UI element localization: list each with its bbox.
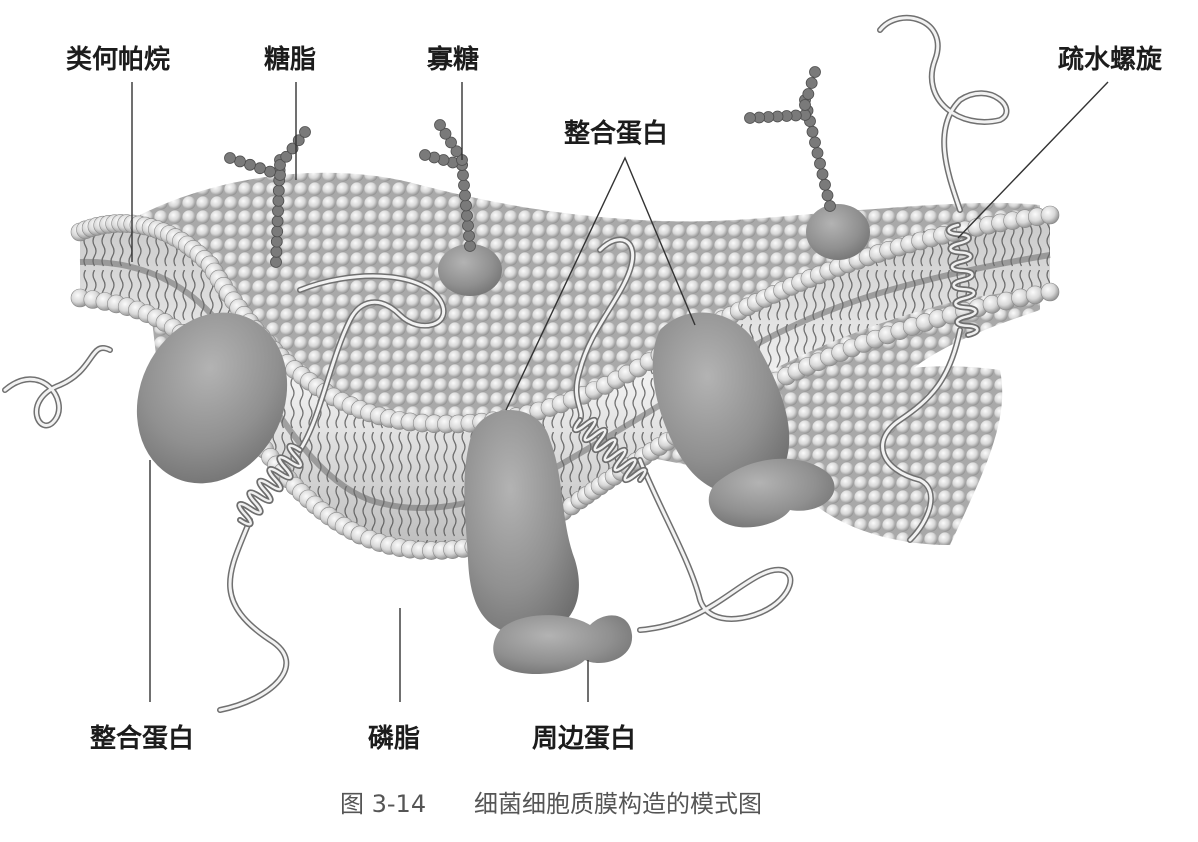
integral-protein-right <box>652 312 790 496</box>
integral-protein-left <box>136 312 288 484</box>
label-peripheral-protein: 周边蛋白 <box>532 724 637 754</box>
label-integral-protein-bottom: 整合蛋白 <box>90 724 195 754</box>
label-phospholipid: 磷脂 <box>368 724 421 754</box>
figure-number: 图 3-14 <box>340 790 427 818</box>
peripheral-protein-right <box>708 458 835 528</box>
label-glycolipid: 糖脂 <box>264 45 317 75</box>
membrane-lower-surface-right <box>790 366 1003 545</box>
label-hopanoid: 类何帕烷 <box>66 45 171 75</box>
leader-lines <box>131 81 1109 702</box>
transmembrane-helices <box>236 222 981 528</box>
label-integral-protein-top: 整合蛋白 <box>564 119 669 149</box>
figure-caption: 细菌细胞质膜构造的模式图 <box>474 790 762 818</box>
integral-protein-center <box>464 410 579 636</box>
sugar-chains <box>224 66 836 268</box>
label-hydrophobic-helix: 疏水螺旋 <box>1058 45 1163 75</box>
label-oligosaccharide: 寡糖 <box>427 45 480 75</box>
peripheral-protein-bottom <box>493 615 633 675</box>
knob-protein-left <box>438 244 502 296</box>
knob-protein-right <box>806 204 870 260</box>
